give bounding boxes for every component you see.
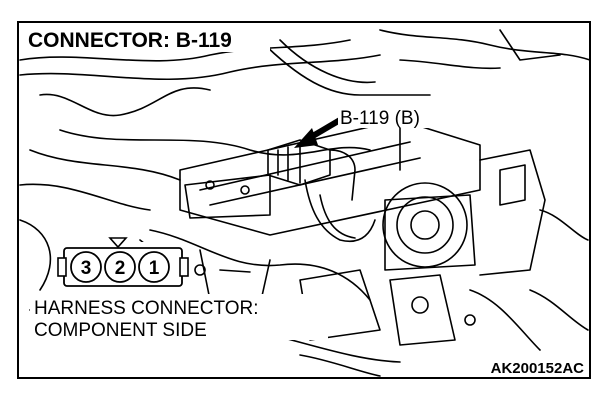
connector-latch-left [57, 257, 67, 277]
caption-line-2: COMPONENT SIDE [34, 320, 207, 341]
figure-code: AK200152AC [491, 360, 585, 377]
pin-label-1: 1 [149, 258, 160, 279]
title-backing [24, 26, 270, 52]
key-triangle [108, 237, 128, 249]
connector-latch-right [179, 257, 189, 277]
figure-code-backing [438, 356, 586, 376]
pin-label-2: 2 [115, 258, 126, 279]
pin-label-3: 3 [81, 258, 92, 279]
caption-line-1: HARNESS CONNECTOR: [34, 298, 259, 319]
engine-linework [19, 29, 591, 377]
pin-3-cell [70, 251, 102, 283]
callout-label: B-119 (B) [340, 108, 420, 129]
harness-connector-diagram: 3 2 1 [57, 237, 189, 292]
callout-arrow [294, 117, 342, 148]
caption-backing [30, 294, 328, 340]
callout-backing [338, 104, 440, 128]
pin-1-cell [138, 251, 170, 283]
pin-2-cell [104, 251, 136, 283]
title: CONNECTOR: B-119 [28, 29, 232, 52]
